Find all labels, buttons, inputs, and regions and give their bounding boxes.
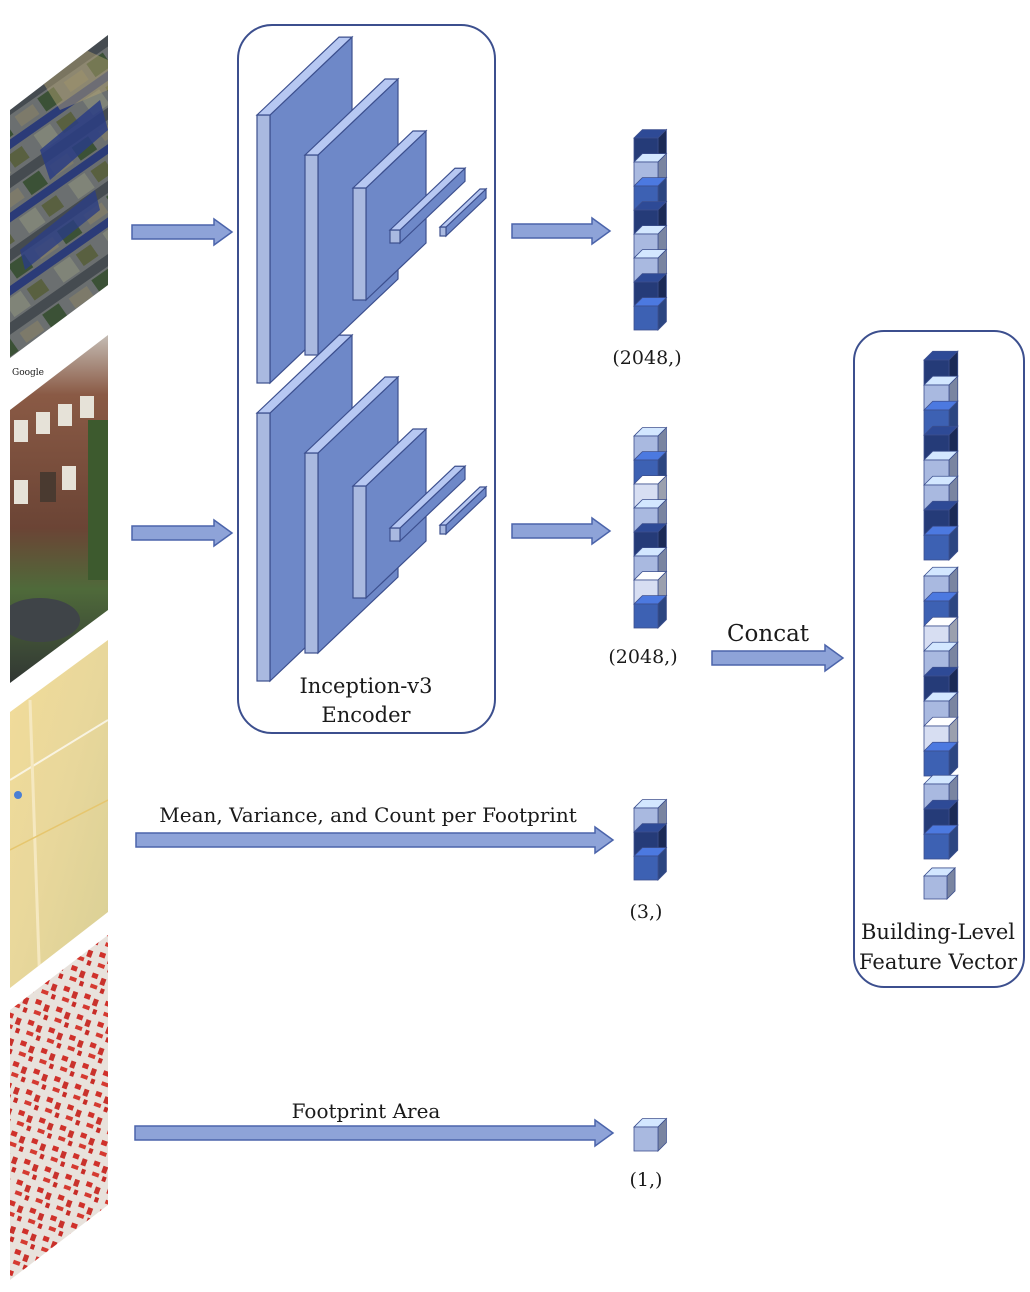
output-vector — [923, 350, 959, 900]
encoder-bottom-layer-4-top — [388, 465, 467, 529]
footprint-image — [10, 935, 108, 1280]
area-vector-dim: (1,) — [630, 1169, 663, 1191]
output-aerial-part-cell-8 — [923, 525, 959, 561]
arrow-aerial-to-encoder — [131, 217, 234, 247]
output-street-part-cell-8 — [923, 741, 959, 777]
encoder-label-line1: Inception-v3 — [299, 674, 432, 698]
encoder-top-layer-4-front — [389, 229, 401, 244]
output-area-part-cell-1 — [923, 866, 957, 900]
encoder-top-layer-1-front — [256, 114, 271, 384]
encoder-bottom-layer-5-front — [439, 524, 447, 535]
encoder-bottom-layer-1-top — [255, 334, 354, 414]
aerial-image: Google — [10, 35, 108, 378]
encoder-bottom-layer-4 — [388, 464, 467, 543]
aerial-vector-dim: (2048,) — [612, 347, 681, 369]
encoder-bottom-layer-3-top — [351, 428, 428, 487]
map-arrow-label: Mean, Variance, and Count per Footprint — [159, 803, 576, 827]
encoder-top-layer-4-top — [388, 167, 467, 231]
footprint-arrow-label: Footprint Area — [292, 1099, 441, 1123]
concat-label: Concat — [727, 621, 810, 647]
encoder-top-layer-5 — [438, 187, 488, 238]
output-map-part-cell-3 — [923, 824, 959, 860]
encoder-top-layer-4 — [388, 166, 467, 245]
output-label-line2: Feature Vector — [859, 950, 1018, 974]
encoder-bottom-layer-5-top — [438, 486, 488, 526]
arrow-footprint-to-vector — [134, 1118, 615, 1148]
encoder-top-layer-3-front — [352, 187, 367, 301]
arrow-map-to-vector — [135, 825, 615, 855]
arrow-street-to-encoder — [131, 518, 234, 548]
area-vector-cell-1 — [633, 1117, 668, 1152]
encoder-top-layer-3 — [351, 129, 428, 302]
encoder-bottom-layer-3 — [351, 427, 428, 600]
street-vector-cell-8 — [633, 594, 668, 629]
encoder-bottom-layer-2-top — [303, 376, 400, 454]
encoder-top-layer-5-top — [438, 188, 488, 228]
arrow-encoder-to-street-vector — [511, 516, 612, 546]
map-vector-cell-3 — [633, 846, 668, 881]
street-vector-cell-1 — [633, 426, 668, 461]
encoder-top-layer-1-top — [255, 36, 354, 116]
aerial-vector-cell-8 — [633, 296, 668, 331]
output-label-line1: Building-Level — [861, 920, 1015, 944]
encoder-bottom-layer-4-front — [389, 527, 401, 542]
encoder-bottom-layer-1-front — [256, 412, 271, 682]
google-watermark: Google — [12, 368, 44, 378]
feature-vectors — [633, 128, 668, 1152]
input-images: Google — [10, 35, 108, 1280]
encoder-bottom-layer-2-front — [304, 452, 319, 654]
encoder-bottom-layer-5 — [438, 485, 488, 536]
street-vector-dim: (2048,) — [608, 646, 677, 668]
encoder-label-line2: Encoder — [321, 703, 411, 727]
encoder-top-layer-2-front — [304, 154, 319, 356]
output-street-part-cell-6 — [923, 691, 959, 727]
arrow-encoder-to-aerial-vector — [511, 216, 612, 246]
arrow-concat — [711, 643, 845, 673]
encoder-top-layer-3-top — [351, 130, 428, 189]
encoder-bottom-layer-3-front — [352, 485, 367, 599]
map-vector-dim: (3,) — [630, 901, 663, 923]
street-view-image — [10, 335, 108, 683]
encoder-top-layer-5-front — [439, 226, 447, 237]
encoder-layers — [255, 35, 488, 683]
map-image — [10, 640, 108, 988]
encoder-top-layer-2-top — [303, 78, 400, 156]
